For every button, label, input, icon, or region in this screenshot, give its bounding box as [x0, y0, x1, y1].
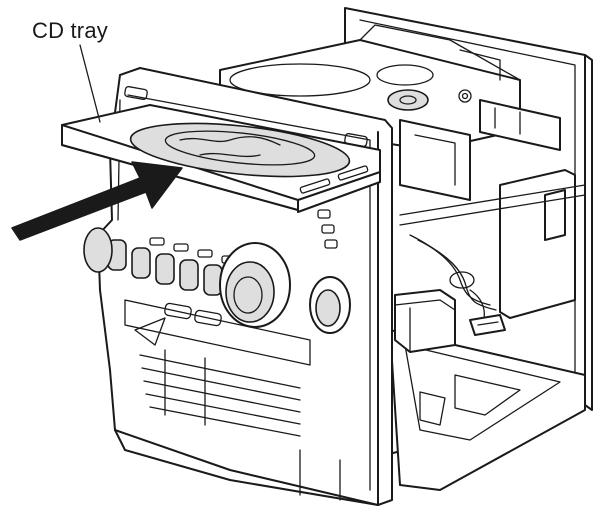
grille-slots [139, 349, 301, 437]
cd-tray-label: CD tray [32, 18, 108, 43]
cassette-deck-area [124, 299, 311, 366]
callout-leader-line [79, 44, 101, 123]
volume-knob [219, 242, 291, 328]
jog-dial [309, 276, 351, 334]
control-buttons [107, 237, 237, 296]
push-direction-arrow [11, 161, 183, 241]
internal-components [394, 169, 586, 353]
